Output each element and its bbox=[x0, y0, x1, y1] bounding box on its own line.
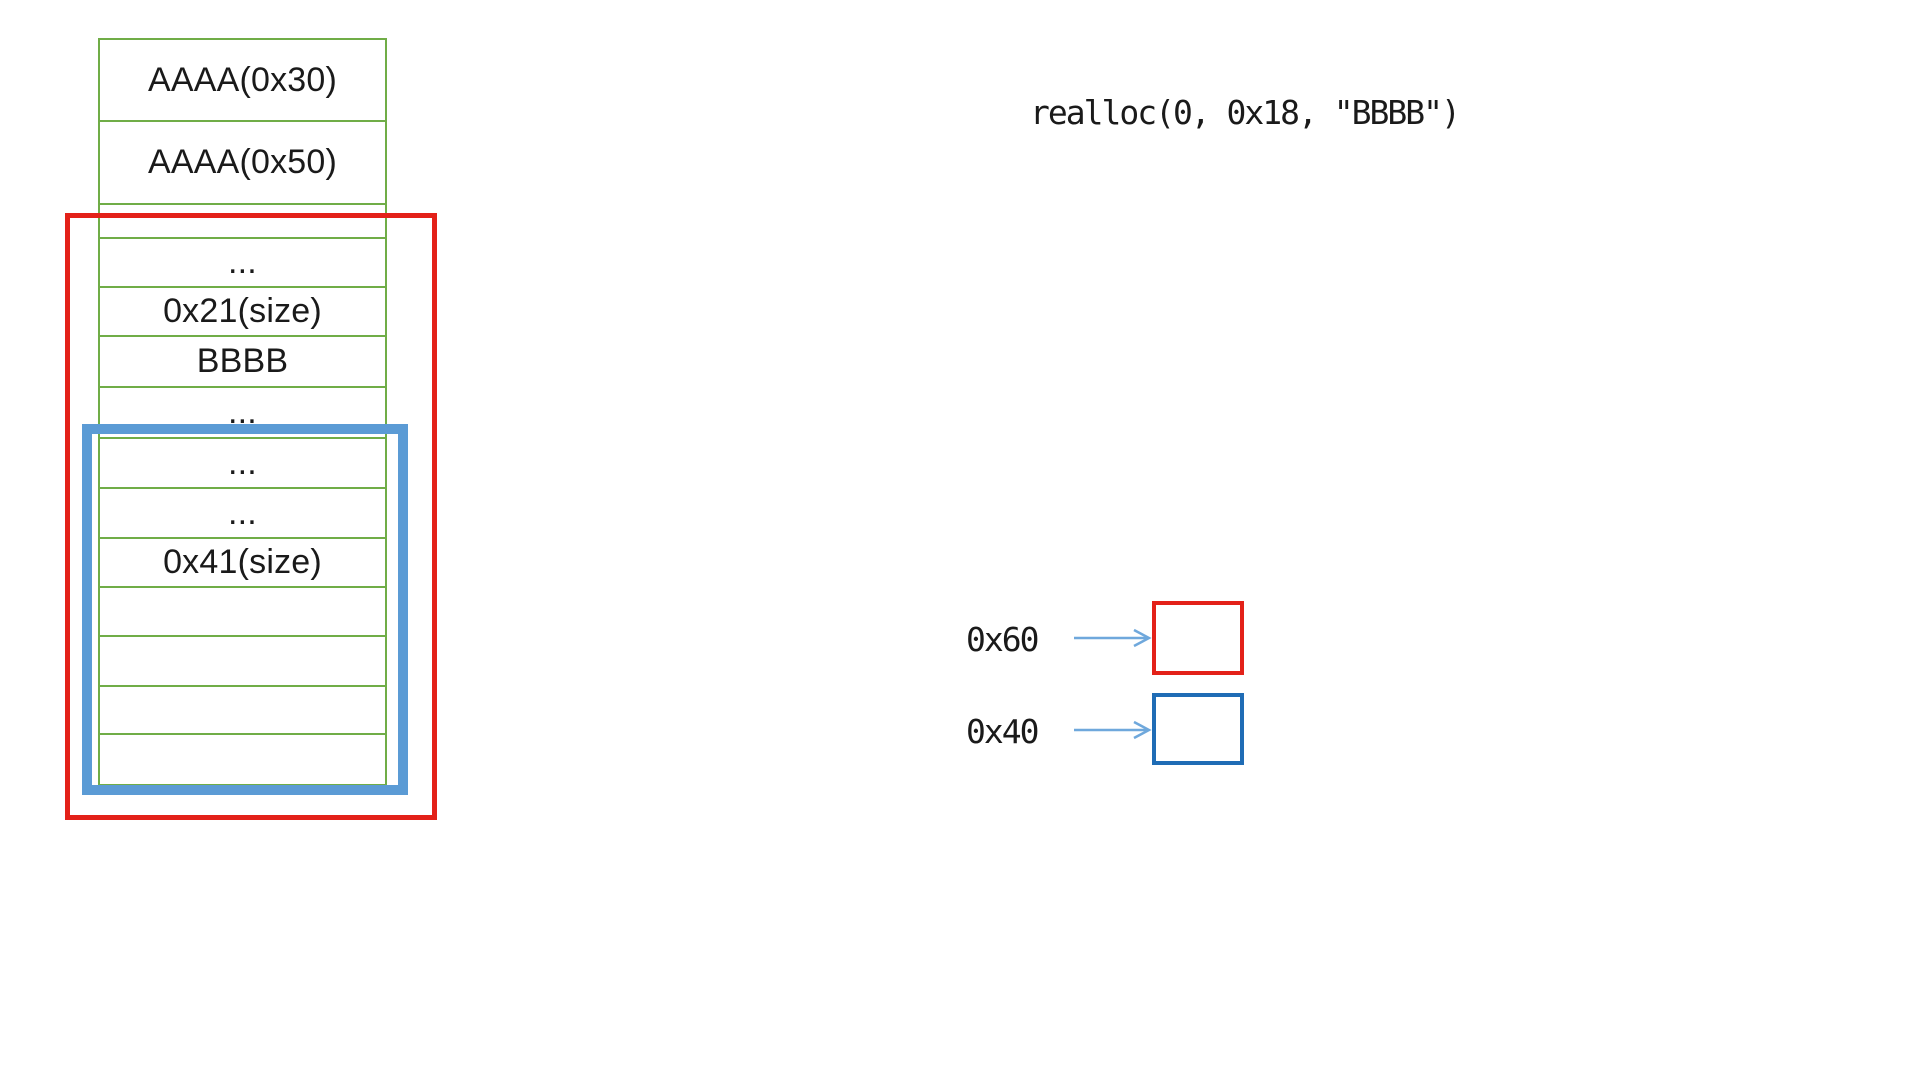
memory-cell-aaaa-0x30: AAAA(0x30) bbox=[100, 40, 385, 122]
memory-cell-bbbb: BBBB bbox=[100, 337, 385, 388]
memory-cell-ellipsis: ... bbox=[100, 439, 385, 489]
realloc-call-text: realloc(0, 0x18, "BBBB") bbox=[1030, 93, 1461, 132]
memory-cell-size-0x21: 0x21(size) bbox=[100, 288, 385, 337]
memory-cell-empty bbox=[100, 205, 385, 239]
pointer-target-box-blue bbox=[1152, 693, 1244, 765]
blue-region-frame bbox=[82, 424, 408, 795]
heap-memory-column: AAAA(0x30) AAAA(0x50) ... 0x21(size) BBB… bbox=[98, 38, 387, 786]
memory-cell-ellipsis: ... bbox=[100, 239, 385, 288]
memory-cell-empty bbox=[100, 687, 385, 735]
memory-cell-size-0x41: 0x41(size) bbox=[100, 539, 385, 588]
memory-cell-empty bbox=[100, 588, 385, 637]
memory-cell-aaaa-0x50: AAAA(0x50) bbox=[100, 122, 385, 205]
red-region-frame bbox=[65, 213, 437, 820]
pointer-label-0x40: 0x40 bbox=[966, 712, 1039, 751]
right-arrow-icon bbox=[1074, 720, 1152, 740]
right-arrow-icon bbox=[1074, 628, 1152, 648]
memory-cell-empty bbox=[100, 637, 385, 687]
memory-cell-ellipsis: ... bbox=[100, 489, 385, 539]
pointer-label-0x60: 0x60 bbox=[966, 620, 1039, 659]
pointer-target-box-red bbox=[1152, 601, 1244, 675]
